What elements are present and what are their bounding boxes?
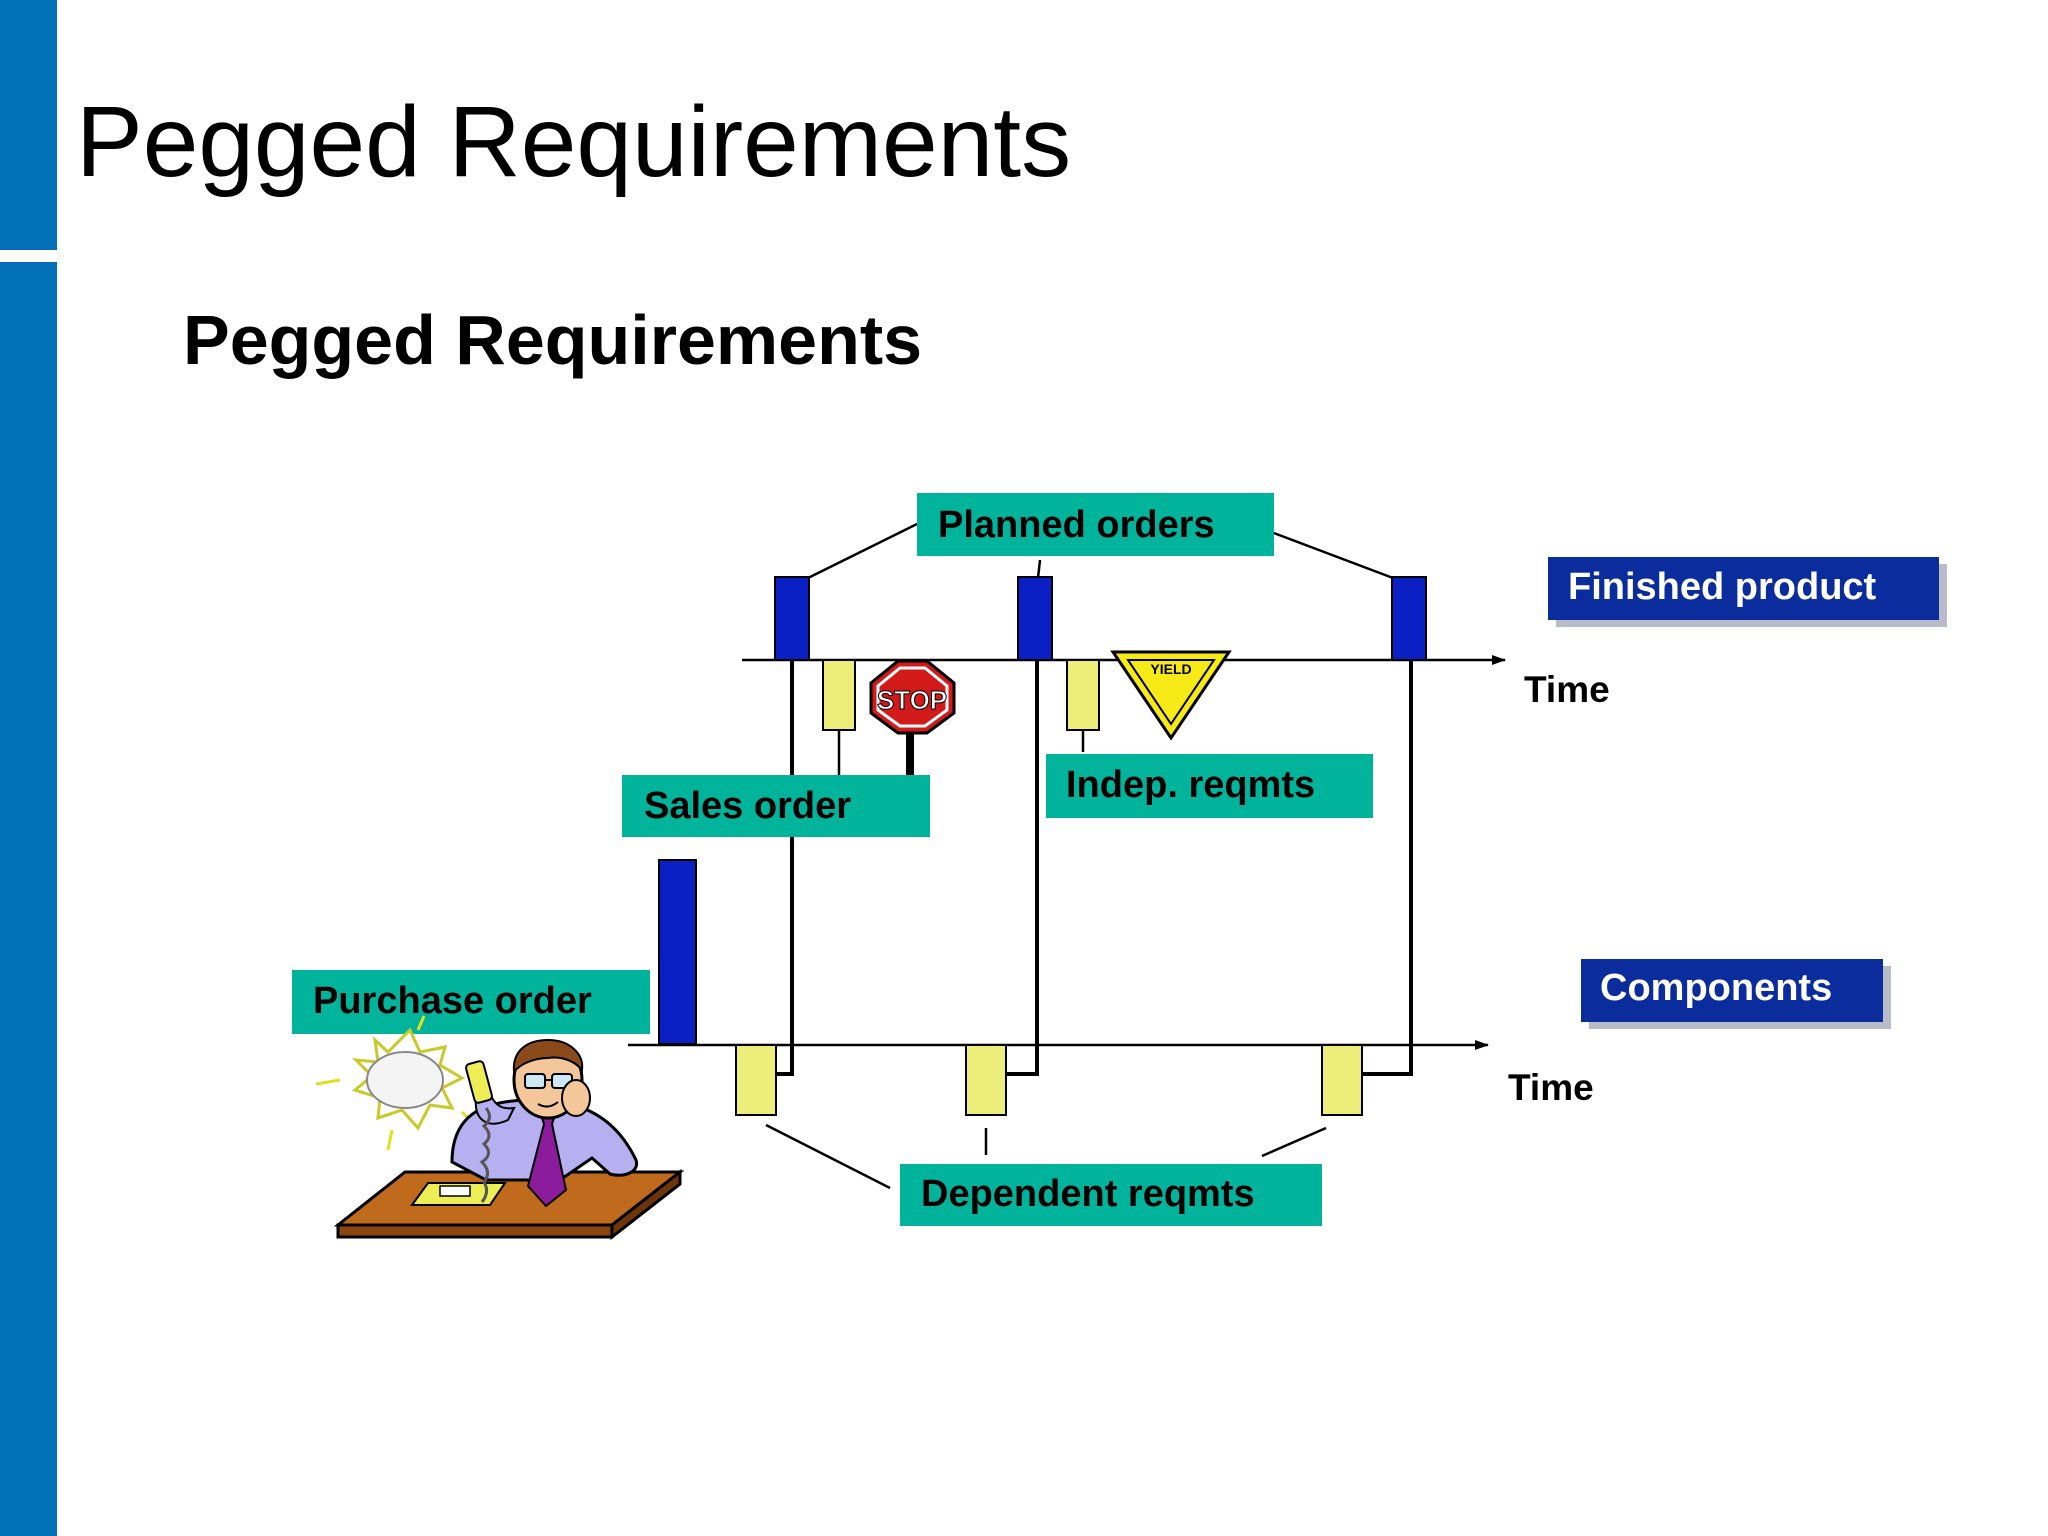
slide-title: Pegged Requirements (76, 86, 1072, 198)
dependent-reqmts-connector-left (765, 1123, 891, 1190)
purchase-order-bar (658, 859, 697, 1045)
dependent-reqmts-label-box (900, 1164, 1322, 1226)
pegging-line-1 (776, 660, 794, 1076)
components-label: Components (1600, 967, 1832, 1009)
purchaser-on-phone-illustration (315, 1015, 685, 1241)
side-accent-bar-bottom (0, 262, 57, 1536)
side-accent-bar-top (0, 0, 57, 250)
dependent-requirement-bar-2 (965, 1044, 1007, 1116)
planned-order-bar-2 (1017, 576, 1053, 661)
sales-order-label: Sales order (644, 785, 851, 827)
purchase-order-label: Purchase order (313, 980, 592, 1022)
diagram-title: Pegged Requirements (183, 301, 923, 379)
time-label-bottom: Time (1508, 1067, 1594, 1108)
yield-sign-icon: YIELD (1110, 650, 1232, 741)
planned-orders-label: Planned orders (938, 504, 1215, 546)
phone-ring-burst-icon (315, 1015, 480, 1151)
sales-order-requirement-bar (822, 659, 856, 731)
indep-requirement-bar (1066, 659, 1100, 731)
dependent-reqmts-label: Dependent reqmts (921, 1173, 1255, 1215)
planned-order-bar-1 (774, 576, 810, 661)
stop-sign-text: STOP (877, 685, 947, 715)
indep-reqmts-label: Indep. reqmts (1066, 764, 1315, 806)
dependent-requirement-bar-1 (735, 1044, 777, 1116)
planned-orders-connector-left (807, 522, 918, 580)
dependent-reqmts-connector-right (1261, 1126, 1327, 1158)
planned-order-bar-3 (1391, 576, 1427, 661)
finished-product-label: Finished product (1568, 566, 1877, 608)
dependent-requirement-bar-3 (1321, 1044, 1363, 1116)
planned-orders-label-box (917, 493, 1274, 556)
pegging-line-3 (1362, 660, 1413, 1076)
indep-reqmts-label-box (1046, 754, 1373, 818)
yield-sign-text: YIELD (1150, 661, 1191, 677)
time-label-top: Time (1524, 669, 1610, 710)
components-label-box (1581, 959, 1883, 1022)
finished-product-label-box (1548, 557, 1939, 620)
pegging-line-2 (1006, 660, 1039, 1076)
stop-sign-icon: STOP (869, 659, 956, 782)
sales-order-label-box (622, 775, 930, 837)
purchase-order-label-box (292, 970, 650, 1034)
planned-orders-connector-middle (1036, 559, 1042, 579)
